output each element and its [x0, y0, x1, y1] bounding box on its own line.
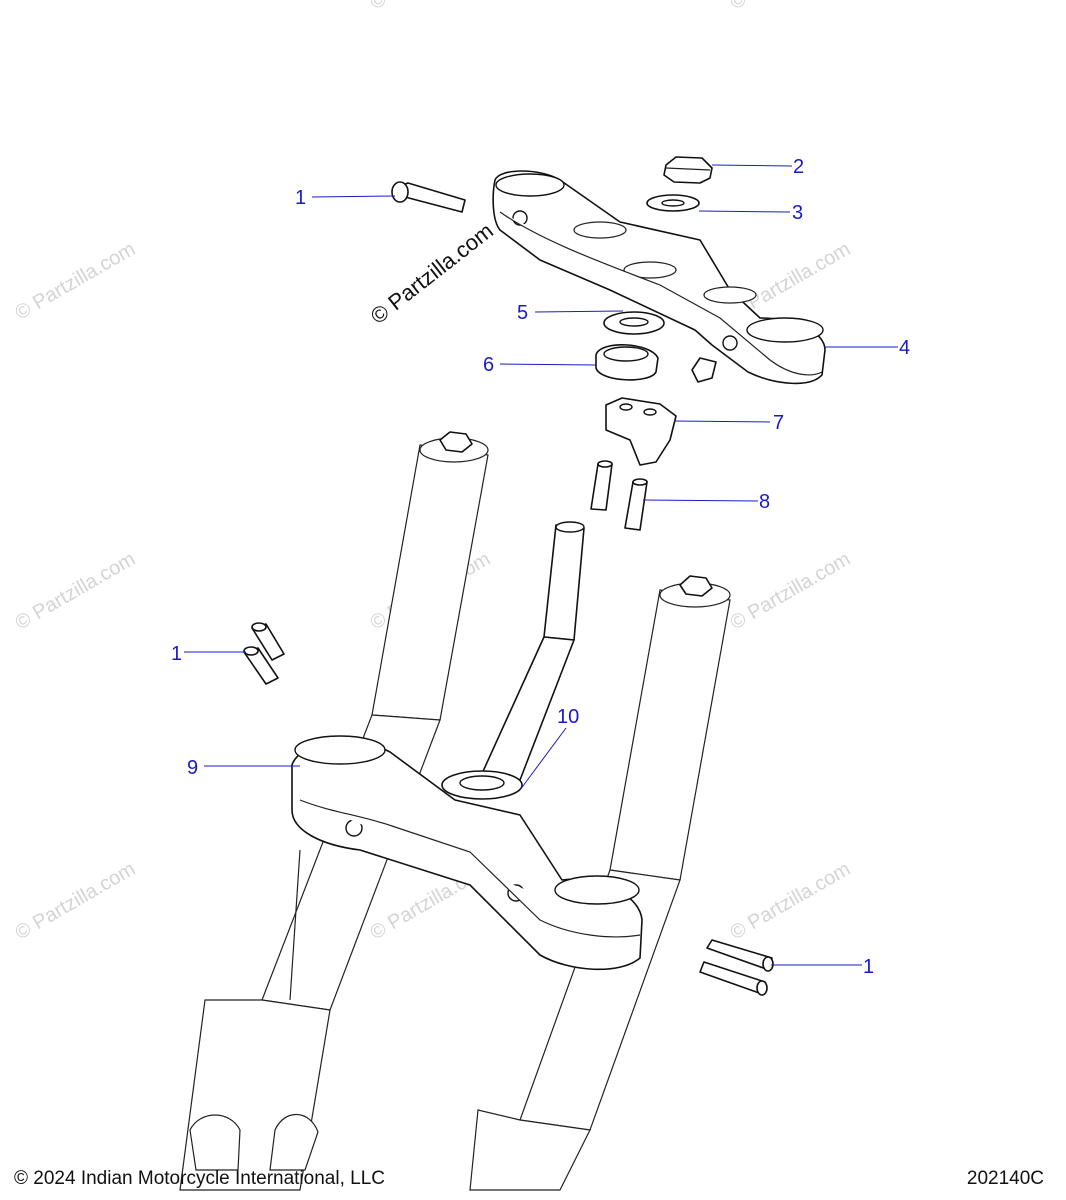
bolts-left-pair: [243, 622, 285, 685]
callout-2: 2: [793, 156, 804, 178]
leader-10: [519, 727, 567, 791]
leader-3: [698, 210, 791, 213]
lower-triple-clamp: [291, 735, 643, 971]
leader-5: [534, 310, 624, 313]
callout-6: 6: [483, 354, 494, 376]
watermark: © Partzilla.com: [12, 548, 140, 634]
callouts: 1 2 3 4 5 6 7 8 1 10 9 1: [171, 156, 910, 978]
leader-7: [673, 420, 771, 423]
callout-8: 8: [759, 491, 770, 513]
callout-10: 10: [557, 706, 579, 728]
callout-7: 7: [773, 412, 784, 434]
leader-6: [499, 363, 597, 366]
clamp-bolts: [590, 460, 648, 531]
clamp-block: [605, 397, 677, 466]
callout-4: 4: [899, 337, 910, 359]
bearing: [595, 344, 659, 381]
watermark: © Partzilla.com: [12, 238, 140, 324]
watermark: © Partzilla.com: [727, 548, 855, 634]
copyright-text: © 2024 Indian Motorcycle International, …: [14, 1168, 385, 1189]
callout-5: 5: [517, 302, 528, 324]
callout-9: 9: [187, 757, 198, 779]
callout-1: 1: [295, 187, 306, 209]
bolt-top: [391, 181, 466, 213]
watermark: © Partzilla.com: [367, 0, 495, 14]
leader-1a: [311, 195, 396, 198]
brand-mark: © Partzilla.com: [366, 218, 498, 329]
nut: [663, 156, 713, 184]
upper-triple-clamp: [492, 170, 826, 385]
leader-lines: [184, 164, 898, 966]
diagram-code: 202140C: [966, 1168, 1044, 1189]
pinch-bolt: [691, 357, 717, 383]
callout-1: 1: [171, 643, 182, 665]
adjuster-nut: [603, 311, 665, 335]
leader-8: [642, 499, 759, 502]
washer: [646, 194, 700, 212]
callout-1: 1: [863, 956, 874, 978]
steering-stem: [479, 521, 585, 781]
watermark: © Partzilla.com: [12, 858, 140, 944]
watermark: © Partzilla.com: [727, 0, 855, 14]
callout-3: 3: [792, 202, 803, 224]
bolts-right-pair: [699, 939, 774, 996]
watermark: © Partzilla.com: [727, 858, 855, 944]
leader-2: [711, 164, 793, 167]
